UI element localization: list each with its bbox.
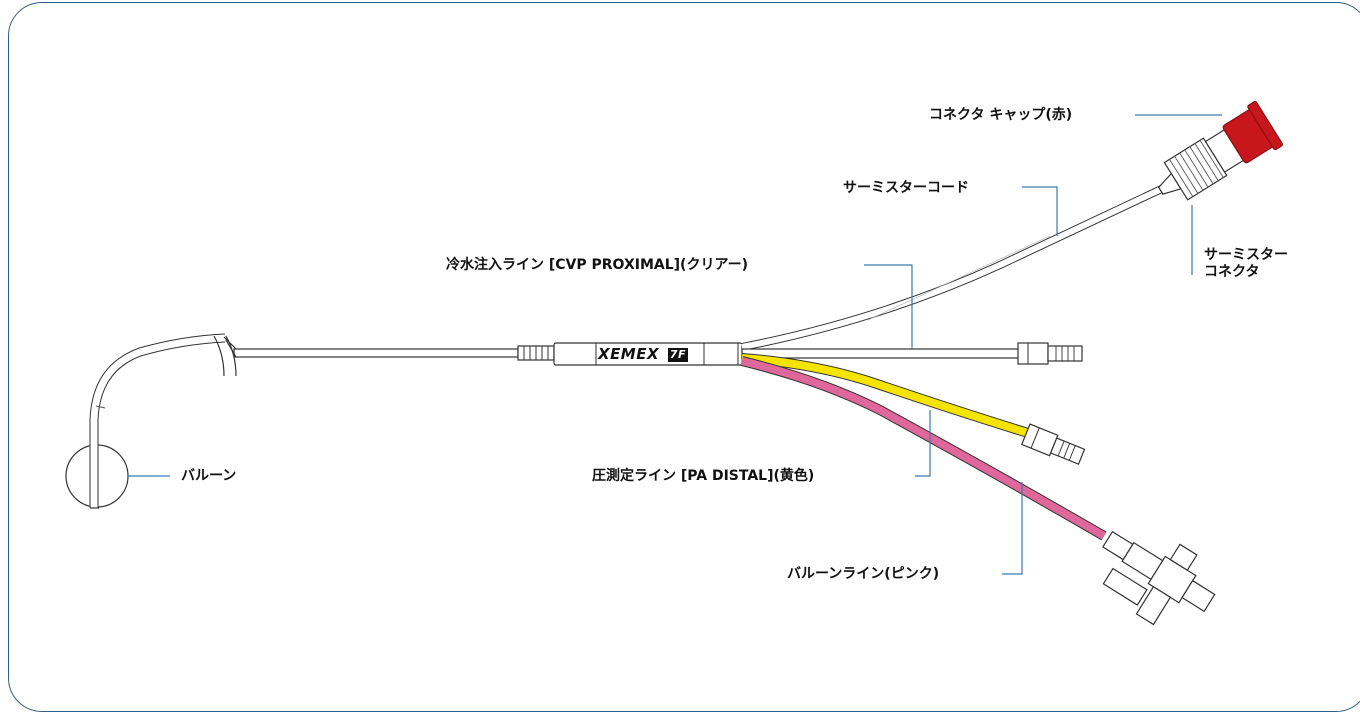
label-connector-cap: コネクタ キャップ(赤) [929, 107, 1073, 123]
leader-balloon-line [1002, 482, 1023, 575]
label-thermistor-cord: サーミスターコード [843, 180, 969, 196]
brand-name: XEMEX [598, 345, 660, 363]
label-thermistor-connector-2: コネクタ [1204, 264, 1260, 280]
pa-line [741, 353, 1030, 438]
leader-cvp-line [864, 264, 913, 349]
label-pa-line: 圧測定ライン [PA DISTAL](黄色) [592, 468, 815, 484]
cvp-line [741, 342, 1083, 365]
diagram-frame [8, 2, 1360, 712]
leader-pa-line [915, 410, 931, 477]
thermistor-connector [1157, 101, 1283, 201]
catheter-shaft [223, 336, 743, 366]
balloon-stopcock [1102, 530, 1216, 626]
brand-logo: XEMEX 7F [598, 346, 688, 362]
size-badge: 7F [667, 348, 688, 362]
thermistor-cord [741, 181, 1172, 351]
balloon-inflation-line [740, 356, 1107, 541]
label-balloon-line: バルーンライン(ピンク) [787, 566, 940, 582]
leader-lines [128, 114, 1222, 575]
balloon-tip [65, 333, 226, 509]
leader-thermistor-cord [1022, 186, 1058, 236]
label-cvp-line: 冷水注入ライン [CVP PROXIMAL](クリアー) [446, 257, 749, 273]
label-thermistor-connector-1: サーミスター [1204, 247, 1288, 263]
label-balloon: バルーン [181, 468, 237, 484]
pa-connector [1020, 423, 1086, 465]
